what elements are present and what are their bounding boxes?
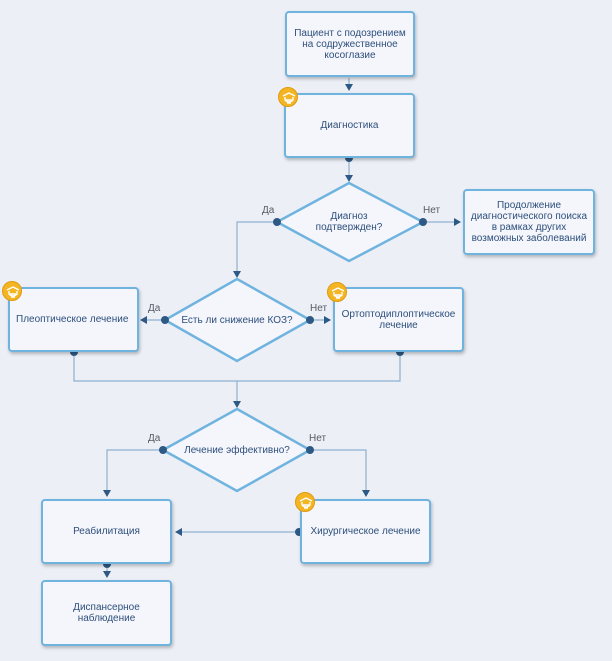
branch-yes-koz: Да [148,303,161,314]
decision-treatment-effective [160,407,313,493]
branch-no-koz: Нет [310,303,328,314]
doctor-icon [327,282,347,302]
decision-koz-decrease [162,277,313,363]
branch-yes-diagnosis: Да [262,205,275,216]
orthoptodiploptic-node: Ортоптодиплоптическое лечение [333,287,464,352]
pleoptic-node: Плеоптическое лечение [8,287,139,352]
surgery-node: Хирургическое лечение [300,499,431,564]
decision-diagnosis-confirmed [274,181,426,263]
diagnostics-node: Диагностика [284,93,415,158]
decision-diagnosis-confirmed-label: Диагноз подтвержден? [315,211,383,233]
branch-yes-effective: Да [148,433,161,444]
doctor-icon [2,281,22,301]
start-node: Пациент с подозрением на содружественное… [285,11,415,77]
decision-treatment-effective-label: Лечение эффективно? [184,445,290,456]
doctor-icon [278,87,298,107]
rehabilitation-node: Реабилитация [41,499,172,564]
decision-koz-decrease-label: Есть ли снижение КОЗ? [181,315,293,326]
continue-search-node: Продолжение диагностического поиска в ра… [463,189,595,255]
dispensary-node: Диспансерное наблюдение [41,580,172,646]
branch-no-effective: Нет [309,433,327,444]
doctor-icon [295,492,315,512]
branch-no-diagnosis: Нет [423,205,441,216]
